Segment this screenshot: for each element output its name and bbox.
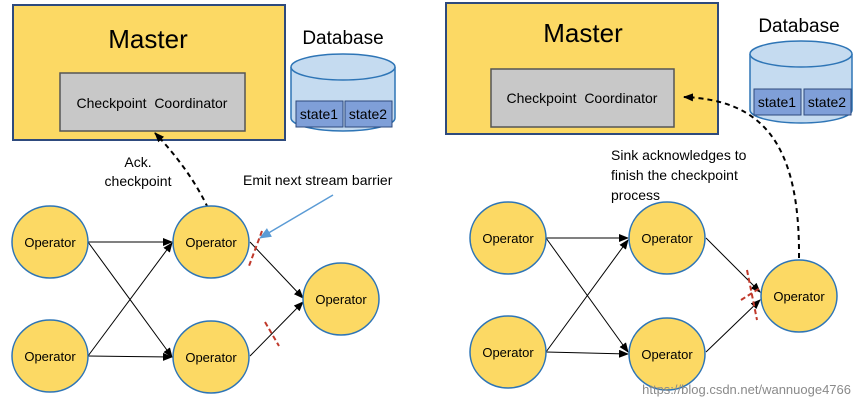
right-database-title: Database: [758, 16, 839, 37]
right-operator-label: Operator: [482, 345, 534, 360]
right-sink-line2: finish the checkpoint: [611, 167, 738, 183]
right-edge: [705, 237, 761, 293]
left-state1-label: state1: [300, 106, 338, 122]
left-ack-line2: checkpoint: [105, 173, 172, 189]
left-barrier-mark: [264, 321, 280, 347]
left-barrier-pointer: [259, 194, 334, 239]
right-barrier-mark: [746, 269, 758, 321]
right-barrier-mark: [740, 287, 761, 301]
left-operator-label: Operator: [24, 349, 76, 364]
left-master-title: Master: [108, 24, 188, 54]
right-edge: [705, 299, 761, 353]
right-coordinator-label: Checkpoint Coordinator: [507, 90, 658, 106]
right-state2-label: state2: [808, 94, 846, 110]
right-sink-line3: process: [611, 187, 660, 203]
right-edge: [545, 237, 629, 353]
right-operator-node: [469, 315, 547, 389]
left-operator-node: [11, 205, 89, 279]
right-sink-ack-arrow: [683, 93, 801, 259]
left-ack-line1: Ack.: [124, 154, 151, 170]
right-master-title: Master: [543, 18, 623, 48]
right-operator-label: Operator: [641, 231, 693, 246]
left-state1-box: [295, 100, 344, 128]
left-operator-label: Operator: [185, 350, 237, 365]
left-checkpoint-coordinator: [59, 72, 246, 132]
left-operator-node: [302, 262, 380, 336]
right-edge: [545, 239, 629, 353]
left-edge: [249, 241, 304, 299]
left-edge: [87, 242, 173, 357]
right-state1-label: state1: [758, 94, 796, 110]
left-operator-label: Operator: [315, 292, 367, 307]
right-operator-node: [469, 201, 547, 275]
left-operator-label: Operator: [24, 235, 76, 250]
watermark: https://blog.csdn.net/wannuoge4766: [642, 382, 851, 397]
left-operator-node: [172, 205, 250, 279]
right-panel: Master Checkpoint Coordinator Database s…: [445, 2, 853, 391]
left-state2-label: state2: [349, 106, 387, 122]
left-barrier-mark: [248, 230, 263, 267]
right-operator-node: [760, 259, 838, 333]
left-ack-arrow: [154, 132, 209, 209]
left-operator-node: [172, 320, 250, 394]
right-checkpoint-coordinator: [490, 68, 675, 128]
left-barrier-annotation: Emit next stream barrier: [243, 172, 393, 188]
right-sink-line1: Sink acknowledges to: [611, 147, 747, 163]
left-edge: [87, 352, 173, 361]
right-state1-box: [753, 88, 802, 116]
left-coordinator-label: Checkpoint Coordinator: [77, 95, 228, 111]
right-state2-box: [803, 88, 852, 116]
left-edge: [249, 301, 304, 357]
left-operator-node: [11, 319, 89, 393]
right-operator-node: [628, 201, 706, 275]
right-operator-node: [628, 317, 706, 391]
left-panel: Master Checkpoint Coordinator Database s…: [11, 4, 396, 394]
right-operator-label: Operator: [482, 231, 534, 246]
right-operator-label: Operator: [773, 289, 825, 304]
left-state2-box: [344, 100, 393, 128]
left-operator-label: Operator: [185, 235, 237, 250]
left-database-title: Database: [302, 28, 383, 49]
right-operator-label: Operator: [641, 347, 693, 362]
right-edge: [545, 349, 629, 358]
